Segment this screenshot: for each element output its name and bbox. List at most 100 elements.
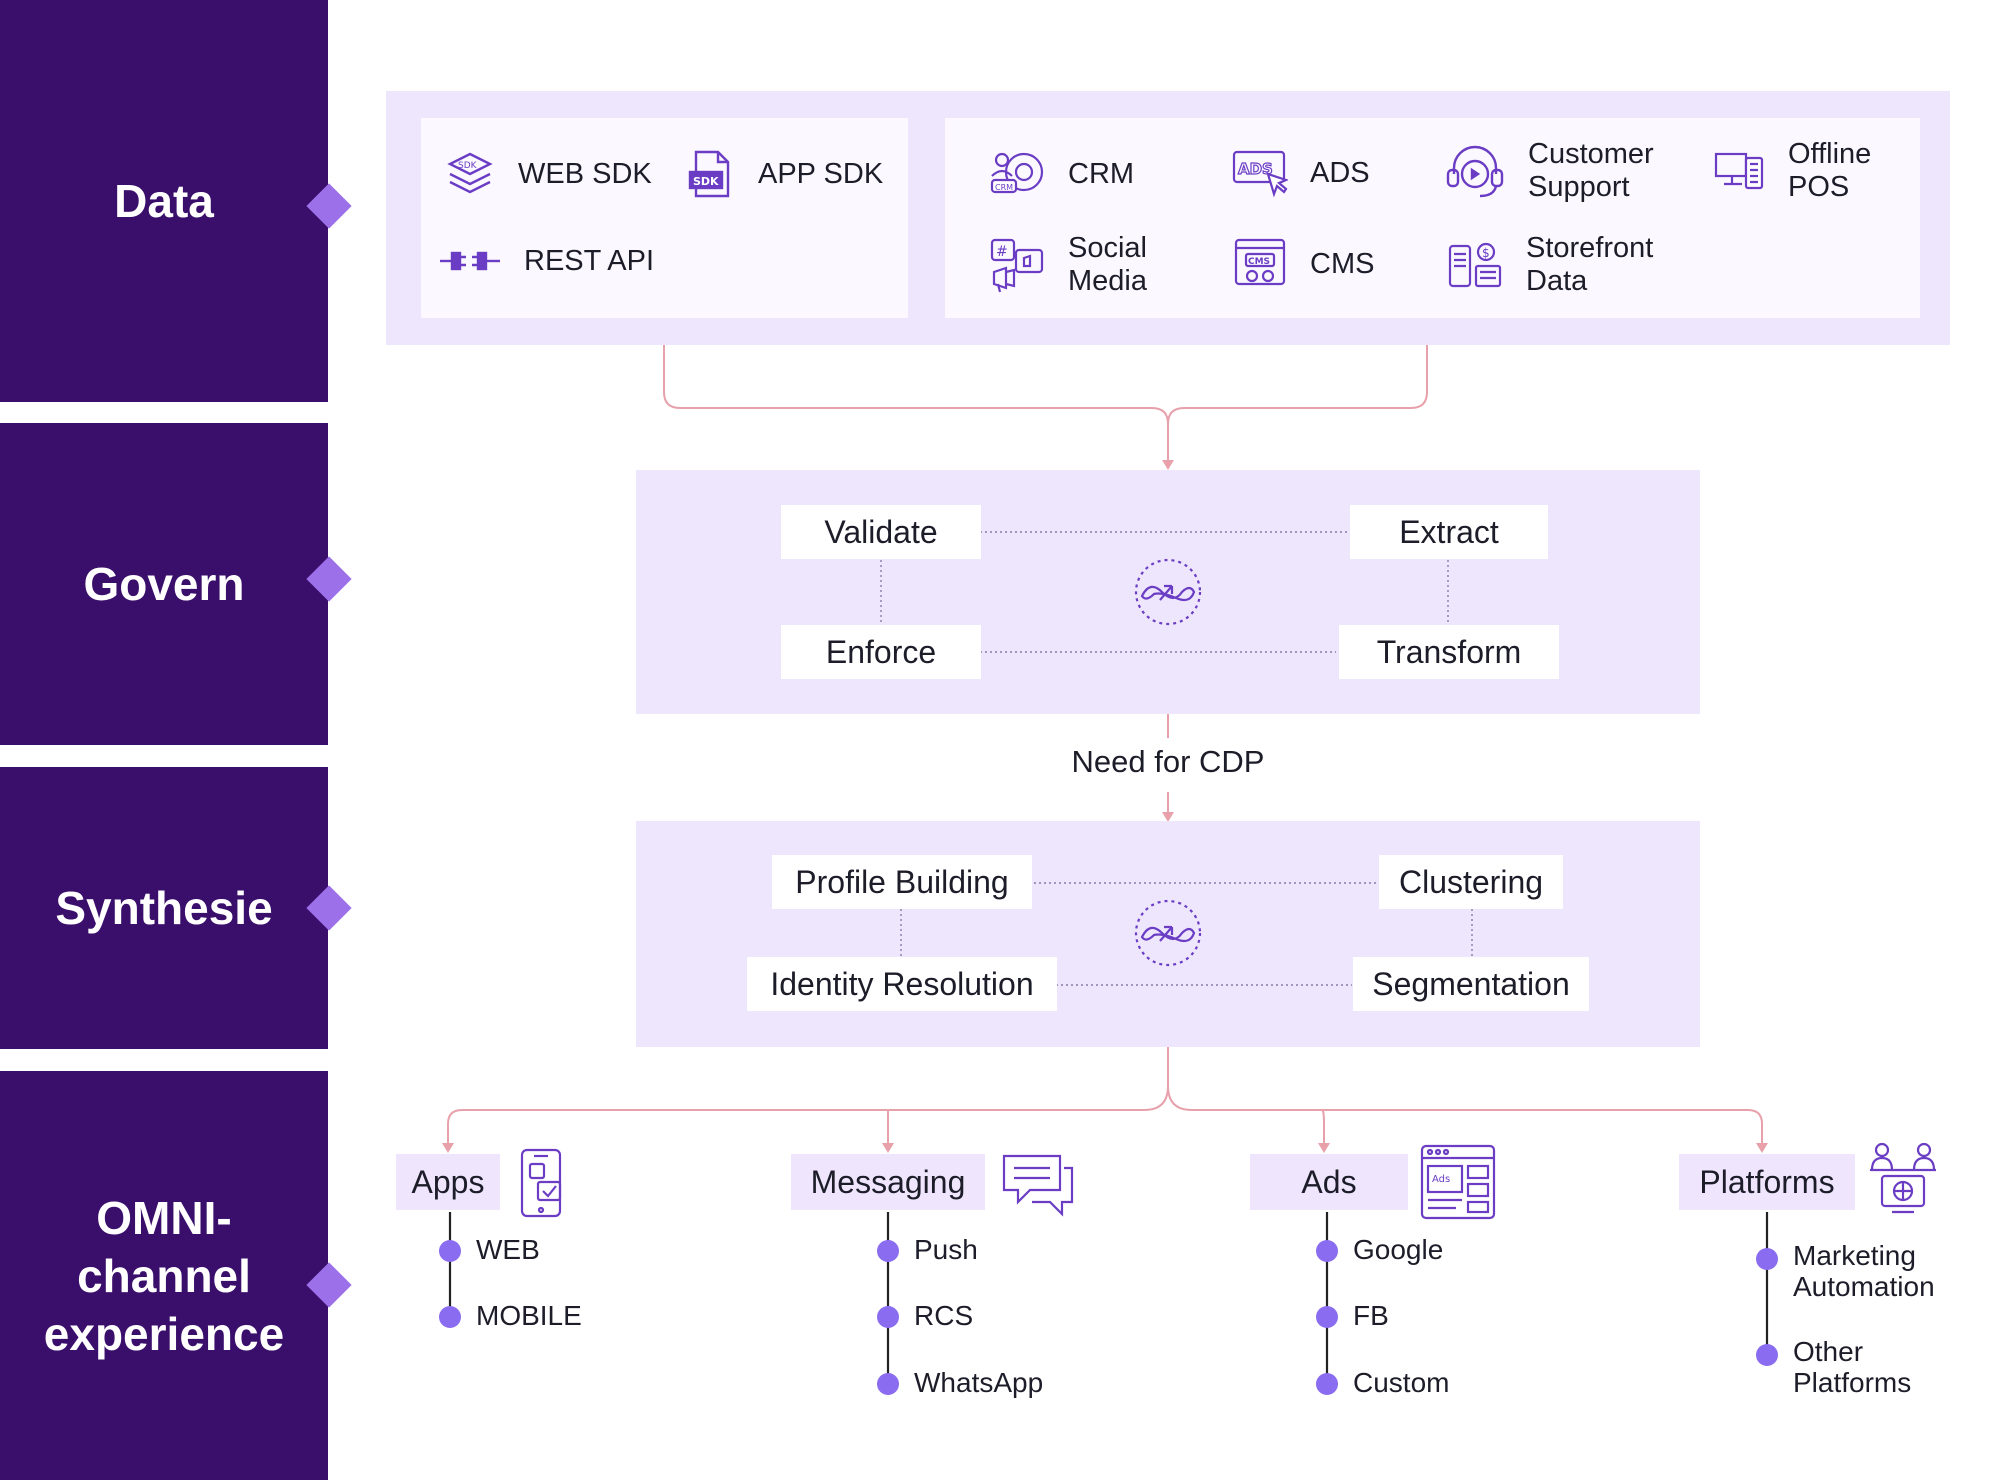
source-label: WEB SDK [518, 157, 652, 190]
source-cms: CMS CMS [1232, 236, 1374, 292]
synth-clustering: Clustering [1379, 855, 1563, 909]
source-social-media: # Social Media [988, 232, 1178, 298]
stage-data-label: Data [114, 175, 214, 227]
need-for-cdp-label: Need for CDP [1071, 744, 1265, 779]
govern-extract-label: Extract [1399, 513, 1499, 550]
stage-data: Data [0, 0, 328, 402]
channel-item-fb: FB [1353, 1300, 1389, 1331]
svg-text:Ads: Ads [1432, 1174, 1450, 1185]
stage-synthesie: Synthesie [0, 767, 328, 1049]
channel-apps-label: Apps [411, 1163, 485, 1200]
synth-profile-building-label: Profile Building [795, 863, 1009, 900]
channel-item-custom: Custom [1353, 1367, 1450, 1398]
ads-panel-icon: Ads [1420, 1144, 1496, 1220]
channel-messaging-label: Messaging [810, 1163, 966, 1200]
channel-item-rcs: RCS [914, 1300, 974, 1331]
stage-omni: OMNI-channel experience [0, 1071, 328, 1480]
channel-item-whatsapp: WhatsApp [914, 1367, 1044, 1398]
stage-govern-label: Govern [83, 558, 245, 610]
synth-profile-building: Profile Building [772, 855, 1032, 909]
synth-segmentation-label: Segmentation [1372, 965, 1570, 1002]
web-sdk-icon: SDK [447, 152, 493, 194]
channel-item-mobile: MOBILE [476, 1300, 582, 1331]
channel-item-dot [1316, 1373, 1338, 1395]
govern-validate: Validate [781, 505, 981, 559]
channel-item-dot [877, 1306, 899, 1328]
stage-govern: Govern [0, 423, 328, 745]
social-media-icon: # [990, 238, 1044, 293]
source-label: CRM [1068, 157, 1135, 190]
synth-dotted-links [900, 882, 1473, 986]
synth-clustering-label: Clustering [1398, 863, 1544, 900]
source-label: ADS [1310, 156, 1370, 189]
stage-synthesie-label: Synthesie [55, 882, 273, 934]
source-crm: CRM CRM [988, 146, 1134, 202]
channel-item-web: WEB [476, 1234, 540, 1265]
govern-dotted-links [880, 531, 1449, 653]
synth-identity-resolution-label: Identity Resolution [770, 965, 1034, 1002]
svg-text:CMS: CMS [1248, 257, 1270, 267]
channel-platforms: Platforms [1679, 1154, 1855, 1210]
pos-icon [1714, 152, 1764, 190]
source-app-sdk: SDK APP SDK [684, 148, 883, 200]
sync-cycle-icon [1134, 899, 1202, 967]
channel-item-dot [439, 1240, 461, 1262]
source-label: Social Media [1068, 232, 1147, 297]
channel-item-dot [1756, 1248, 1778, 1270]
source-label: Customer Support [1528, 138, 1654, 203]
source-customer-support: Customer Support [1444, 138, 1684, 204]
platform-team-icon [1870, 1142, 1936, 1214]
svg-text:SDK: SDK [693, 175, 719, 188]
synth-segmentation: Segmentation [1353, 957, 1589, 1011]
channel-item-dot [1756, 1344, 1778, 1366]
source-rest-api: REST API [438, 241, 654, 281]
svg-text:ADS: ADS [1238, 160, 1273, 178]
channel-item-marketing-automation: Marketing Automation [1793, 1240, 1935, 1302]
sdk-card [421, 118, 908, 318]
source-label: REST API [524, 244, 655, 277]
channel-ads-label: Ads [1301, 1163, 1357, 1200]
channel-platforms-label: Platforms [1699, 1163, 1835, 1200]
source-offline-pos: Offline POS [1712, 138, 1912, 204]
govern-enforce: Enforce [781, 625, 981, 679]
govern-validate-label: Validate [824, 513, 938, 550]
chat-bubbles-icon [1002, 1154, 1074, 1217]
govern-transform-label: Transform [1376, 633, 1522, 670]
app-sdk-icon: SDK [688, 150, 730, 198]
source-web-sdk: SDK WEB SDK [444, 148, 652, 200]
channel-item-dot [1316, 1306, 1338, 1328]
channel-messaging: Messaging [791, 1154, 985, 1210]
svg-text:SDK: SDK [458, 161, 478, 171]
ads-icon: ADS [1232, 150, 1288, 198]
channel-ads: Ads [1250, 1154, 1408, 1210]
crm-icon: CRM [990, 152, 1044, 194]
source-storefront-data: $ Storefront Data [1446, 232, 1686, 298]
channel-item-dot [877, 1240, 899, 1262]
stage-omni-label: OMNI-channel experience [43, 1191, 285, 1360]
source-label: Offline POS [1788, 138, 1872, 203]
rest-api-icon [440, 251, 500, 271]
svg-text:CRM: CRM [995, 183, 1013, 192]
storefront-icon: $ [1448, 242, 1502, 288]
source-label: Storefront Data [1526, 232, 1654, 297]
govern-extract: Extract [1350, 505, 1548, 559]
channel-item-other-platforms: Other Platforms [1793, 1336, 1912, 1398]
cms-icon: CMS [1234, 238, 1286, 286]
synth-identity-resolution: Identity Resolution [747, 957, 1057, 1011]
source-label: CMS [1310, 247, 1375, 280]
channel-item-google: Google [1353, 1234, 1444, 1265]
headset-icon [1446, 145, 1504, 198]
channel-item-dot [877, 1373, 899, 1395]
channel-item-dot [1316, 1240, 1338, 1262]
govern-transform: Transform [1339, 625, 1559, 679]
source-label: APP SDK [758, 157, 884, 190]
svg-text:$: $ [1482, 246, 1490, 260]
svg-text:#: # [996, 244, 1008, 260]
channel-apps: Apps [396, 1154, 500, 1210]
mobile-app-icon [520, 1148, 562, 1218]
govern-enforce-label: Enforce [825, 633, 937, 670]
channel-item-push: Push [914, 1234, 978, 1265]
channel-item-dot [439, 1306, 461, 1328]
